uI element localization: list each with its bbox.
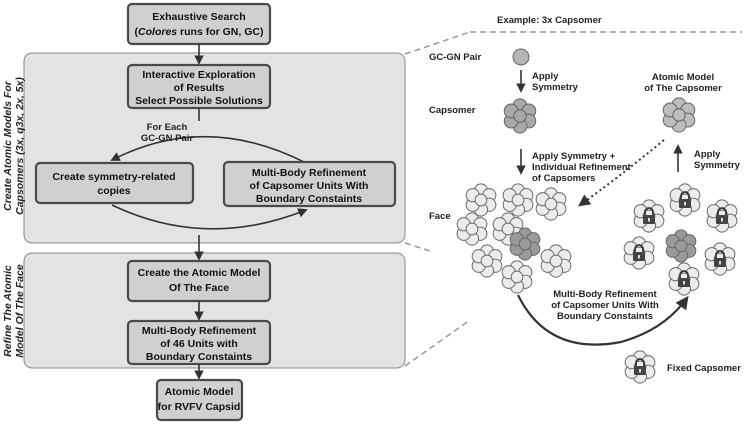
svg-text:Boundary Constaints: Boundary Constaints bbox=[256, 193, 362, 205]
connector-top bbox=[404, 31, 471, 55]
svg-text:For Each: For Each bbox=[147, 122, 188, 133]
svg-text:Select Possible Solutions: Select Possible Solutions bbox=[135, 95, 263, 107]
svg-text:Symmetry: Symmetry bbox=[694, 160, 741, 171]
loop-arrow-bottom bbox=[111, 204, 308, 230]
fixed-capsomer-label: Fixed Capsomer bbox=[667, 363, 741, 374]
svg-text:of Capsomer Units With: of Capsomer Units With bbox=[551, 300, 659, 311]
svg-text:Apply Symmetry +: Apply Symmetry + bbox=[532, 151, 616, 162]
svg-text:for RVFV Capsid: for RVFV Capsid bbox=[158, 401, 241, 413]
capsomer-label: Capsomer bbox=[429, 105, 476, 116]
final-model-box: Atomic Model for RVFV Capsid bbox=[155, 378, 244, 422]
svg-text:Multi-Body Refinement: Multi-Body Refinement bbox=[142, 325, 257, 337]
svg-text:GC-GN Pair: GC-GN Pair bbox=[141, 133, 194, 144]
gcgn-pair-icon bbox=[512, 48, 530, 66]
svg-text:Symmetry: Symmetry bbox=[532, 82, 579, 93]
for-each-label: For Each GC-GN Pair bbox=[141, 122, 194, 144]
multibody-capsomer-box: Multi-Body Refinement of Capsomer Units … bbox=[222, 160, 397, 208]
connector-bottom bbox=[404, 319, 471, 367]
svg-text:Apply: Apply bbox=[694, 149, 721, 160]
capsomer-icon bbox=[503, 98, 537, 134]
symmetry-copies-box: Create symmetry-related copies bbox=[34, 161, 195, 205]
gcgn-pair-label: GC-GN Pair bbox=[429, 52, 482, 63]
side-label-capsomers: Create Atomic Models For Capsomers (3x, … bbox=[2, 77, 26, 215]
svg-text:Refine The Atomic: Refine The Atomic bbox=[2, 265, 14, 357]
interactive-exploration-box: Interactive Exploration of Results Selec… bbox=[126, 63, 272, 110]
connector-mid bbox=[404, 242, 434, 253]
svg-text:Atomic Model: Atomic Model bbox=[652, 72, 714, 83]
multibody-label: Multi-Body Refinement of Capsomer Units … bbox=[551, 289, 659, 322]
svg-text:copies: copies bbox=[97, 185, 130, 197]
refinement-curve-arrow bbox=[517, 294, 689, 346]
atomic-capsomer-icon bbox=[662, 97, 696, 133]
apply-symmetry-label: Apply Symmetry bbox=[532, 71, 579, 93]
create-face-box: Create the Atomic Model Of The Face bbox=[126, 259, 272, 303]
apply-symmetry-right-label: Apply Symmetry bbox=[694, 149, 741, 171]
svg-text:of 46 Units with: of 46 Units with bbox=[160, 338, 238, 350]
svg-text:Of The Face: Of The Face bbox=[169, 282, 229, 294]
example-title: Example: 3x Capsomer bbox=[497, 15, 602, 26]
svg-text:Atomic Model: Atomic Model bbox=[165, 386, 234, 398]
exhaustive-search-title: Exhaustive Search bbox=[152, 11, 245, 23]
svg-text:Model Of The Face: Model Of The Face bbox=[14, 264, 26, 358]
svg-text:Capsomers (3x, q3x, 2x, 5x): Capsomers (3x, q3x, 2x, 5x) bbox=[14, 77, 26, 215]
svg-text:Create the Atomic Model: Create the Atomic Model bbox=[138, 267, 261, 279]
svg-text:Multi-Body Refinement: Multi-Body Refinement bbox=[553, 289, 657, 300]
svg-text:of Results: of Results bbox=[174, 82, 225, 94]
multibody-46-box: Multi-Body Refinement of 46 Units with B… bbox=[126, 319, 272, 366]
face-cluster-left bbox=[456, 183, 572, 294]
face-panel bbox=[23, 252, 406, 369]
svg-text:(Colores runs for GN, GC): (Colores runs for GN, GC) bbox=[135, 26, 264, 38]
svg-text:Boundary Constaints: Boundary Constaints bbox=[557, 311, 653, 322]
svg-text:Create symmetry-related: Create symmetry-related bbox=[52, 171, 175, 183]
svg-text:Individual Refinement: Individual Refinement bbox=[532, 162, 632, 173]
svg-text:of Capsomer Units With: of Capsomer Units With bbox=[250, 180, 369, 192]
svg-text:Create Atomic Models For: Create Atomic Models For bbox=[2, 80, 14, 211]
svg-text:Boundary Constaints: Boundary Constaints bbox=[146, 351, 252, 363]
atomic-model-label: Atomic Model of The Capsomer bbox=[644, 72, 722, 94]
svg-text:Apply: Apply bbox=[532, 71, 559, 82]
svg-text:Multi-Body Refinement: Multi-Body Refinement bbox=[252, 167, 367, 179]
exhaustive-search-box: Exhaustive Search (Colores runs for GN, … bbox=[126, 2, 272, 46]
svg-text:Interactive Exploration: Interactive Exploration bbox=[142, 69, 255, 81]
apply-individual-label: Apply Symmetry + Individual Refinement o… bbox=[532, 151, 632, 184]
face-label: Face bbox=[429, 211, 451, 222]
loop-arrow-top bbox=[110, 135, 307, 164]
dotted-arrow-model-to-face bbox=[578, 139, 665, 207]
svg-text:of The Capsomer: of The Capsomer bbox=[644, 83, 722, 94]
side-label-face: Refine The Atomic Model Of The Face bbox=[2, 264, 26, 358]
svg-text:of Capsomers: of Capsomers bbox=[532, 173, 595, 184]
